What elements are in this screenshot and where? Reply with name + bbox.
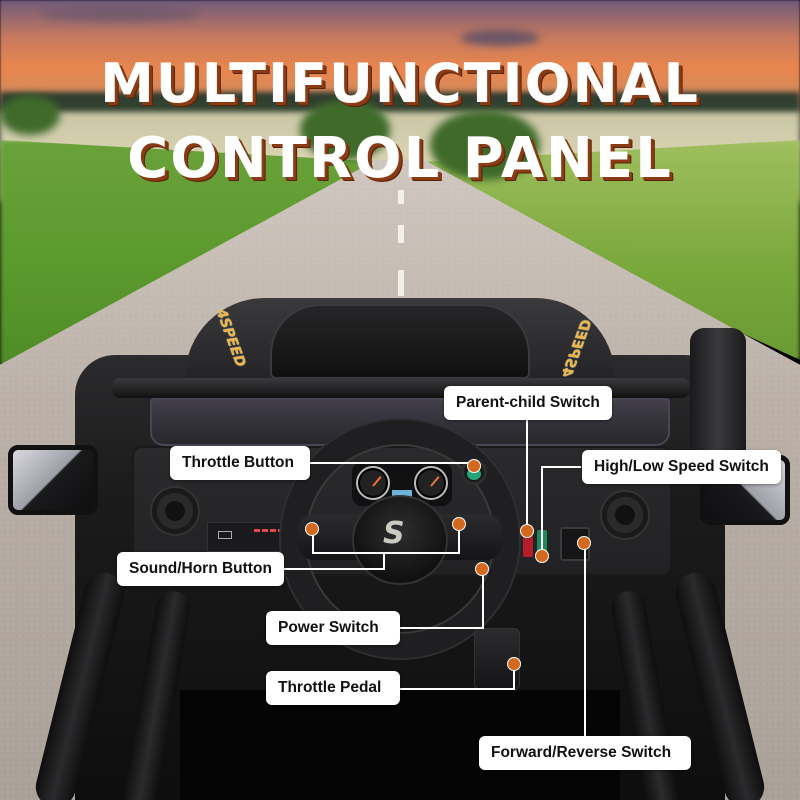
- hood-scoop: [270, 304, 530, 379]
- callout-line-parent-child: [526, 418, 528, 531]
- steering-logo: S: [383, 516, 405, 551]
- air-vent-left: [150, 486, 200, 536]
- label-parent-child-switch: Parent-child Switch: [444, 386, 612, 420]
- hotspot-sound-horn-left[interactable]: [305, 522, 319, 536]
- tree: [300, 100, 390, 160]
- title-line-1: MULTIFUNCTIONAL: [100, 52, 700, 115]
- hotspot-parent-child-switch[interactable]: [520, 524, 534, 538]
- usb-port-icon: [218, 531, 232, 539]
- callout-line-forward-reverse: [584, 543, 586, 736]
- callout-line-horn: [458, 524, 460, 553]
- usb-media-panel: [207, 522, 285, 552]
- callout-line-power: [482, 569, 484, 628]
- hotspot-high-low-speed-switch[interactable]: [535, 549, 549, 563]
- battery-led: [262, 529, 268, 532]
- hotspot-sound-horn-right[interactable]: [452, 517, 466, 531]
- lane-marking: [398, 270, 404, 296]
- label-forward-reverse-switch: Forward/Reverse Switch: [479, 736, 691, 770]
- title-line-2: CONTROL PANEL: [127, 126, 673, 191]
- callout-line-horn: [312, 529, 314, 553]
- battery-led: [254, 529, 260, 532]
- callout-line-throttle-button: [310, 462, 473, 464]
- hotspot-power-switch[interactable]: [475, 562, 489, 576]
- callout-line-power: [400, 627, 484, 629]
- side-mirror-left: [8, 445, 98, 515]
- callout-line-horn: [280, 568, 385, 570]
- callout-line-pedal: [400, 688, 515, 690]
- label-sound-horn-button: Sound/Horn Button: [117, 552, 284, 586]
- hotspot-forward-reverse-switch[interactable]: [577, 536, 591, 550]
- parent-child-switch-control[interactable]: [523, 535, 533, 557]
- lane-marking: [398, 225, 404, 243]
- label-throttle-pedal: Throttle Pedal: [266, 671, 400, 705]
- tree: [0, 95, 60, 135]
- label-power-switch: Power Switch: [266, 611, 400, 645]
- tree: [430, 110, 540, 180]
- callout-line-speed: [541, 466, 581, 468]
- hotspot-throttle-button[interactable]: [467, 459, 481, 473]
- battery-led: [270, 529, 276, 532]
- hotspot-throttle-pedal[interactable]: [507, 657, 521, 671]
- callout-line-pedal: [513, 664, 515, 689]
- air-vent-right: [600, 490, 650, 540]
- cloud: [40, 8, 200, 22]
- lane-marking: [398, 190, 404, 204]
- callout-line-speed: [541, 466, 543, 553]
- callout-line-horn: [383, 552, 385, 569]
- label-throttle-button: Throttle Button: [170, 446, 310, 480]
- callout-line-horn: [312, 552, 460, 554]
- cloud: [460, 30, 540, 46]
- label-high-low-speed-switch: High/Low Speed Switch: [582, 450, 781, 484]
- steering-wheel-hub: [352, 495, 448, 585]
